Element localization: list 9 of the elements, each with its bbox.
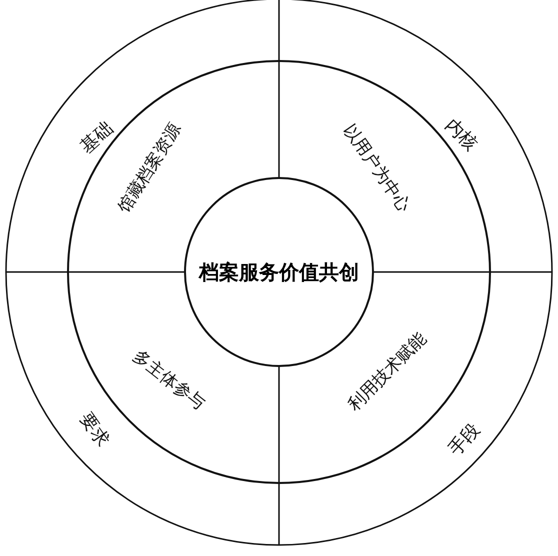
sector-label: 馆藏档案资源 <box>116 120 184 216</box>
ring-label: 基础 <box>78 119 116 157</box>
ring-label: 手段 <box>446 420 484 460</box>
ring-label: 内核 <box>442 116 480 154</box>
sector-label: 利用技术赋能 <box>346 330 430 414</box>
ring-label: 要求 <box>76 410 112 450</box>
center-title: 档案服务价值共创 <box>199 258 359 286</box>
sector-label: 多主体参与 <box>129 347 207 413</box>
sector-label: 以用户为中心 <box>340 121 412 215</box>
